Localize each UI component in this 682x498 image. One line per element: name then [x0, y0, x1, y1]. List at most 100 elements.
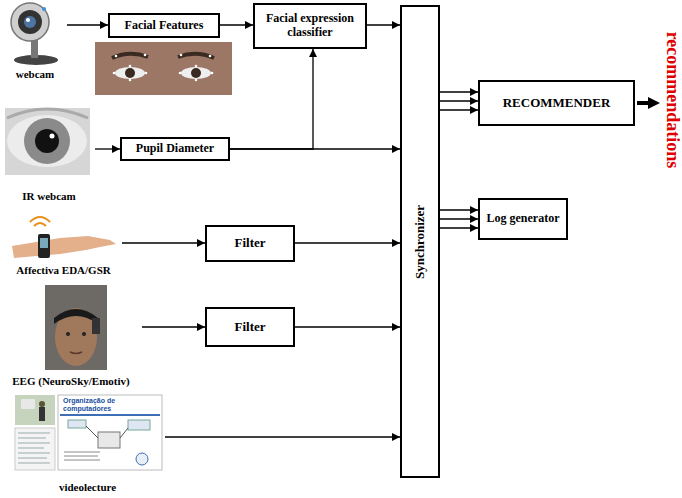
eye [115, 67, 145, 79]
ir-eyeball [7, 115, 87, 167]
lecturer-video [15, 395, 55, 425]
device-caption: webcam [3, 68, 67, 80]
thick-arrow-head [648, 97, 660, 109]
device-caption: IR webcam [3, 190, 95, 202]
ir-skin [5, 108, 90, 175]
brow [178, 54, 214, 58]
skin-strip [95, 42, 232, 95]
ir-iris [24, 118, 70, 164]
webcam-glint [26, 18, 30, 22]
iris [191, 68, 201, 78]
connector-arrow [440, 100, 478, 101]
slide-icon [128, 420, 150, 430]
box-label: Facial expression classifier [260, 12, 360, 40]
slide-icon [68, 420, 86, 428]
webcam-led [42, 7, 46, 11]
index-lines [18, 433, 50, 463]
device-caption-group: Affectiva EDA/GSR [5, 264, 122, 276]
wristband [38, 234, 50, 258]
synchronizer-bar: Synchronizer [400, 5, 440, 478]
output-label: recommendations [662, 32, 682, 169]
videolecture-picture [15, 395, 162, 470]
box-label: Facial Features [125, 19, 204, 33]
index-list [15, 428, 55, 470]
box-label: RECOMMENDER [503, 96, 611, 111]
connector-arrow [122, 242, 205, 243]
device-caption: Affectiva EDA/GSR [5, 264, 122, 276]
headset-pod [92, 318, 100, 334]
device-caption: EEG (NeuroSky/Emotiv) [0, 375, 142, 387]
device-caption-group: EEG (NeuroSky/Emotiv) [0, 375, 142, 387]
box-label: Log generator [487, 212, 560, 226]
brow [112, 54, 148, 58]
mouth [70, 352, 82, 354]
connector-arrow [440, 227, 478, 228]
eeg-picture [45, 285, 107, 370]
output-arrow [637, 97, 660, 109]
face [55, 308, 97, 366]
slide-title: Organização de computadores [63, 397, 159, 412]
filter-box: Filter [205, 225, 295, 262]
connector-arrow [220, 24, 253, 25]
hand [12, 236, 116, 258]
device-node: webcam [3, 0, 67, 80]
signal-wave [30, 217, 50, 222]
webcam-sphere [11, 3, 49, 41]
connector-arrow [67, 24, 108, 25]
box-label: Filter [234, 236, 265, 251]
device-node: Affectiva EDA/GSR [5, 215, 122, 276]
webcam-picture [11, 3, 58, 65]
ir-pupil [35, 129, 59, 153]
eye [66, 332, 70, 336]
ir-glint [50, 134, 55, 139]
slide-text-lines [64, 452, 100, 460]
classifier-box: Facial expression classifier [253, 3, 367, 49]
slide-logo [136, 453, 148, 465]
board [21, 399, 35, 409]
lecturer-head [39, 401, 45, 407]
connector-arrow [367, 24, 400, 25]
connector-arrow [440, 109, 478, 110]
connector-arrow [295, 326, 400, 327]
connector-arrow [440, 218, 478, 219]
connector-arrow [440, 91, 478, 92]
signal-wave [34, 223, 46, 226]
box-label: Pupil Diameter [136, 142, 214, 156]
device-caption: videolecture [10, 481, 165, 493]
ir-eye-picture [5, 108, 90, 175]
device-caption-group: IR webcam [3, 190, 95, 202]
vertical-label: Synchronizer [413, 204, 428, 278]
slide-rule [60, 414, 160, 416]
process-box: Pupil Diameter [120, 137, 230, 161]
connector-arrow [440, 209, 478, 210]
recommender-box: RECOMMENDER [478, 80, 635, 126]
slide [58, 395, 162, 470]
device-caption-group: webcam [3, 68, 67, 80]
connector-arrow [295, 242, 400, 243]
slide-line [120, 428, 128, 438]
eye [82, 332, 86, 336]
device-node: EEG (NeuroSky/Emotiv) [0, 283, 142, 387]
connector-arrow [165, 436, 400, 437]
eeg-background [45, 285, 107, 370]
slide-line [86, 426, 98, 438]
feature-points [113, 54, 214, 82]
lecturer-body [39, 407, 45, 421]
wrist-sensor-picture [12, 217, 116, 258]
device-caption-group: videolecture [10, 481, 165, 493]
slide-computer [98, 432, 120, 448]
webcam-lens [24, 16, 36, 28]
device-node: IR webcam [3, 106, 95, 202]
sensor-screen [40, 238, 48, 248]
iris [125, 68, 135, 78]
webcam-ring [18, 10, 42, 34]
connector-arrow [142, 326, 205, 327]
process-box: Facial Features [108, 13, 220, 38]
log-box: Log generator [478, 198, 568, 240]
box-label: Filter [234, 320, 265, 335]
connector-arrow [230, 49, 313, 149]
eye [181, 67, 211, 79]
